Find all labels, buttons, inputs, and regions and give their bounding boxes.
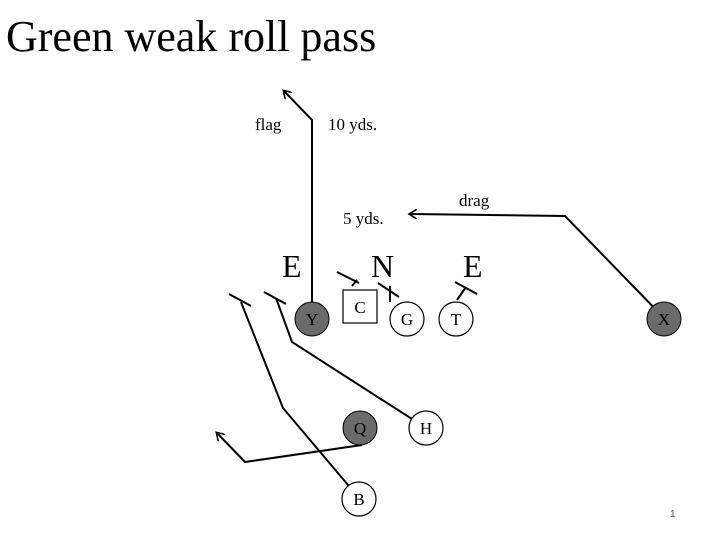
slide-number: 1	[670, 509, 676, 520]
player-t: T	[438, 301, 474, 337]
route-x-drag	[410, 214, 665, 319]
route-b-block	[240, 301, 360, 499]
player-g: G	[389, 301, 425, 337]
svg-text:G: G	[401, 310, 413, 329]
defender-end-left: E	[282, 248, 302, 284]
block-b	[228, 293, 252, 307]
defense: E N E	[282, 248, 483, 284]
svg-text:X: X	[658, 310, 670, 329]
svg-text:B: B	[353, 490, 364, 509]
block-t	[454, 281, 478, 295]
player-h: H	[408, 410, 444, 446]
player-b: B	[341, 481, 377, 517]
route-y-flag	[284, 91, 313, 304]
page-title: Green weak roll pass	[6, 12, 377, 61]
drag-depth-label: 5 yds.	[343, 209, 384, 228]
svg-text:Q: Q	[354, 419, 366, 438]
player-x: X	[646, 301, 682, 337]
flag-depth-label: 10 yds.	[328, 115, 377, 134]
drag-label: drag	[459, 191, 490, 210]
defender-nose: N	[371, 248, 394, 284]
player-y: Y	[294, 301, 330, 337]
routes	[217, 91, 665, 499]
block-h	[263, 291, 287, 305]
svg-text:Y: Y	[306, 310, 318, 329]
offense: Y C G T X Q H B	[294, 289, 682, 517]
block-c	[336, 271, 360, 284]
defender-end-right: E	[463, 248, 483, 284]
flag-label: flag	[255, 115, 282, 134]
route-q-rollout	[217, 433, 363, 464]
svg-text:H: H	[420, 419, 432, 438]
route-h-block	[275, 297, 427, 429]
block-g	[377, 282, 400, 298]
player-q: Q	[342, 410, 378, 446]
block-t-stem	[456, 286, 467, 301]
player-c: C	[342, 289, 378, 324]
svg-text:T: T	[451, 310, 462, 329]
svg-text:C: C	[354, 298, 365, 317]
